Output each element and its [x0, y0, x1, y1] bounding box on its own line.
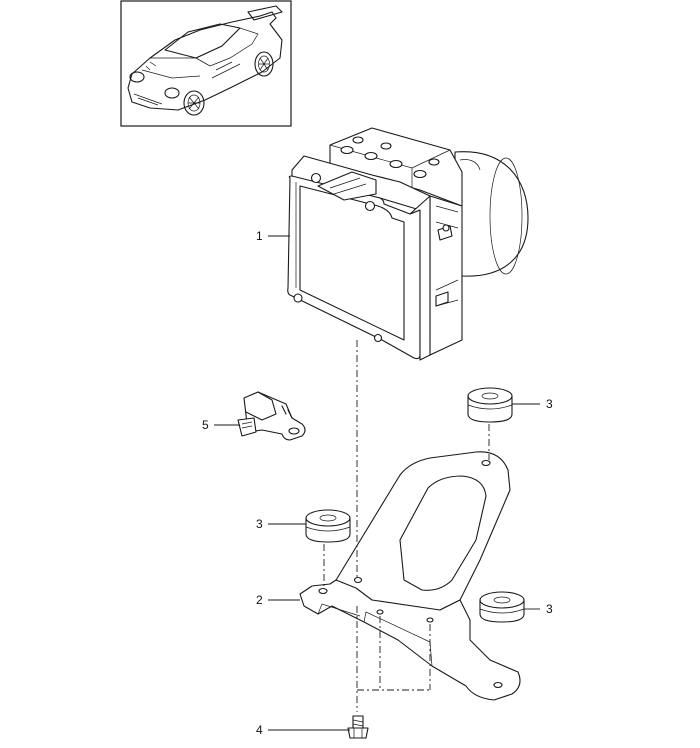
callout-3-right: 3: [546, 602, 553, 616]
vehicle-thumbnail: [120, 0, 292, 127]
rubber-mount-top: [467, 387, 513, 423]
rubber-mount-right: [479, 591, 525, 623]
callout-3-left: 3: [256, 517, 263, 531]
callout-5: 5: [202, 418, 209, 432]
mounting-bracket: [299, 451, 521, 701]
car-illustration-icon: [127, 5, 283, 116]
callout-2: 2: [256, 593, 263, 607]
assembly-lines: [323, 340, 490, 712]
mounting-bolt: [347, 715, 369, 739]
rubber-mount-left: [305, 509, 351, 543]
callout-leaders: [214, 235, 540, 731]
callout-1: 1: [256, 229, 263, 243]
sensor-module: [237, 391, 306, 441]
callout-3-top: 3: [546, 397, 553, 411]
abs-control-unit: [287, 127, 529, 361]
callout-4: 4: [256, 723, 263, 737]
